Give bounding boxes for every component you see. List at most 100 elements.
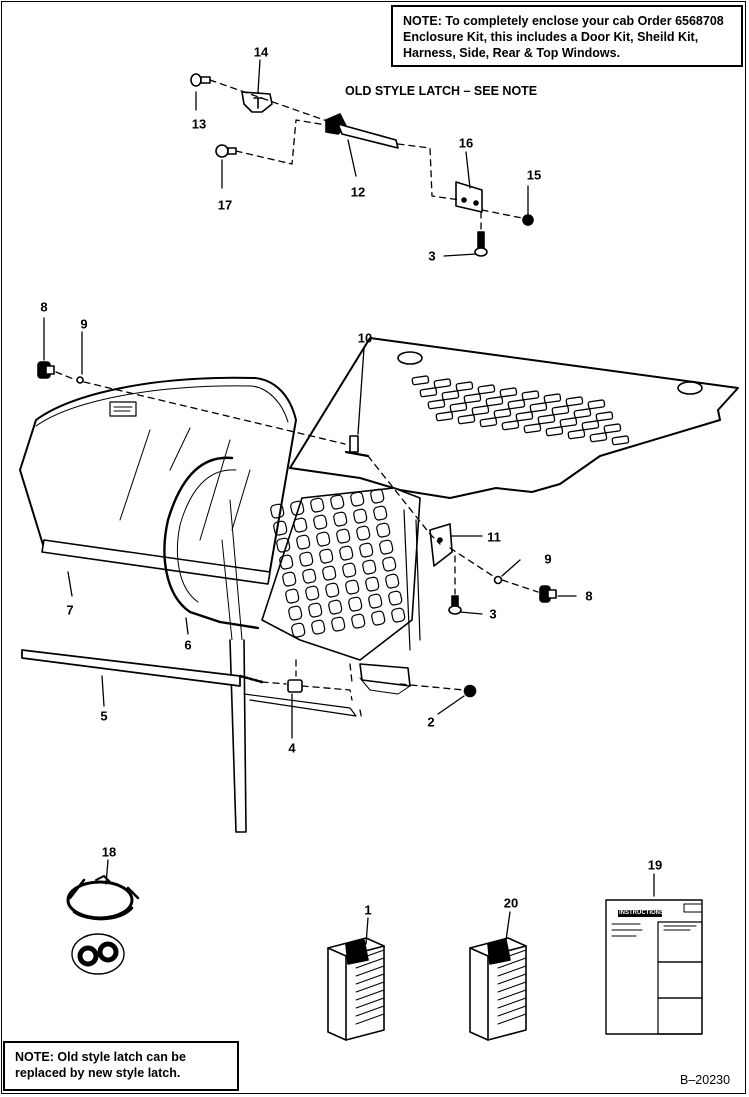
callout-11: 11 <box>487 529 501 545</box>
screen-slot <box>342 562 357 578</box>
vent-slot <box>603 423 622 434</box>
knob-icon <box>37 361 55 379</box>
screen-slot <box>365 576 380 592</box>
vent-slot <box>523 423 542 434</box>
screen-slot <box>356 525 371 541</box>
screen-slot <box>373 505 388 521</box>
bolt-icon <box>190 73 211 87</box>
screen-slot <box>308 602 323 618</box>
vent-slot <box>471 405 490 416</box>
callout-10: 10 <box>357 330 373 346</box>
callout-14: 14 <box>253 44 269 60</box>
vent-slot <box>573 408 592 419</box>
vent-slot <box>493 408 512 419</box>
note-enclosure-kit: NOTE: To completely enclose your cab Ord… <box>391 5 743 67</box>
washer-icon <box>493 575 503 585</box>
latch-striker-icon <box>344 435 370 458</box>
screen-slot <box>311 619 326 635</box>
screen-slot <box>310 497 325 513</box>
vent-slot <box>411 375 430 386</box>
screen-slot <box>291 622 306 638</box>
vent-slot <box>515 411 534 422</box>
callout-15: 15 <box>526 167 542 183</box>
vent-slot <box>479 417 498 428</box>
instruction-sheet-icon <box>605 899 703 1035</box>
vent-slot <box>567 429 586 440</box>
vent-slot <box>501 420 520 431</box>
door-decal <box>109 401 137 417</box>
nut-icon <box>522 214 534 226</box>
note-text: To completely enclose your cab Order 656… <box>403 14 724 60</box>
vent-slot <box>537 414 556 425</box>
parts-box-icon <box>327 937 385 1041</box>
screen-slot <box>370 488 385 504</box>
callout-9-right: 9 <box>544 551 552 567</box>
drawing-number: B–20230 <box>680 1073 731 1087</box>
vent-slot <box>521 390 540 401</box>
roof-hole <box>397 351 423 365</box>
screen-slot <box>368 593 383 609</box>
screen-slot <box>279 554 294 570</box>
screen-slot <box>313 514 328 530</box>
vent-slot <box>581 420 600 431</box>
callout-3-lower: 3 <box>489 606 497 622</box>
cab-side-screen-panel <box>221 487 421 833</box>
vent-slot <box>499 387 518 398</box>
screen-slot <box>371 610 386 626</box>
vent-slot <box>529 402 548 413</box>
screen-slot <box>273 520 288 536</box>
screen-slot <box>290 500 305 516</box>
vent-slot <box>587 399 606 410</box>
door-glass-panel <box>19 376 297 585</box>
screen-slot <box>345 579 360 595</box>
vent-slot <box>551 405 570 416</box>
screen-slot <box>385 573 400 589</box>
screen-slot <box>388 590 403 606</box>
screen-slot <box>299 551 314 567</box>
screen-slot <box>282 571 297 587</box>
callout-1: 1 <box>364 902 372 918</box>
screen-slot <box>359 542 374 558</box>
screen-slot <box>328 599 343 615</box>
cab-roof-panel <box>289 337 739 499</box>
screen-slot <box>288 605 303 621</box>
callout-18: 18 <box>101 844 117 860</box>
vent-slot <box>455 381 474 392</box>
callout-4: 4 <box>288 740 296 756</box>
screen-slot <box>285 588 300 604</box>
roof-hole <box>677 381 703 395</box>
screen-slot <box>348 596 363 612</box>
screen-slot <box>293 517 308 533</box>
callout-8-right: 8 <box>585 588 593 604</box>
vent-slot <box>457 414 476 425</box>
nut-icon <box>463 684 477 698</box>
vent-slot <box>611 435 630 446</box>
vent-slot <box>565 396 584 407</box>
bottom-channel <box>21 649 264 687</box>
wire-harness-icon <box>66 875 140 921</box>
screen-slot <box>276 537 291 553</box>
vent-slot <box>545 426 564 437</box>
bolt-icon <box>474 231 488 257</box>
screen-slot <box>316 531 331 547</box>
vent-slot <box>427 399 446 410</box>
bolt-icon <box>448 595 462 615</box>
screen-slot <box>270 503 285 519</box>
vent-slot <box>449 402 468 413</box>
vent-slot <box>595 411 614 422</box>
door-seal <box>163 456 260 630</box>
grommet-icon <box>71 933 125 975</box>
knob-icon <box>539 585 557 603</box>
callout-20: 20 <box>503 895 519 911</box>
callout-6: 6 <box>184 637 192 653</box>
vent-slot <box>507 399 526 410</box>
callout-16: 16 <box>458 135 474 151</box>
screen-slot <box>319 548 334 564</box>
latch-bracket-icon <box>429 523 453 567</box>
screen-slot <box>325 582 340 598</box>
callout-8-left: 8 <box>40 299 48 315</box>
screen-slot <box>353 508 368 524</box>
callout-17: 17 <box>217 197 233 213</box>
